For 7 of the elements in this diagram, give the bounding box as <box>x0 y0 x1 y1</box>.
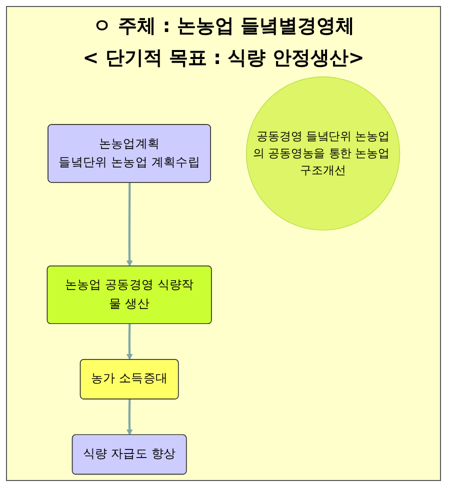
arrow <box>126 324 133 360</box>
arrow <box>126 182 133 266</box>
node-circle <box>246 76 400 231</box>
arrow <box>126 399 133 436</box>
title: ㅇ 주체 : 논농업 들녘별경영체 <box>92 14 355 39</box>
diagram-panel: ㅇ 주체 : 논농업 들녘별경영체 < 단기적 목표 : 식량 안정생산> 논농업계획 들녘단위 논농업 계획수립 공동경영 들녘단위 논농업의 공동영농을 통한 논농업 구조개선 논농업 공동경영 식량작물 생산 농가 소득증대 식량 자급도 향상 <box>6 6 441 481</box>
subtitle: < 단기적 목표 : 식량 안정생산> <box>82 46 364 71</box>
